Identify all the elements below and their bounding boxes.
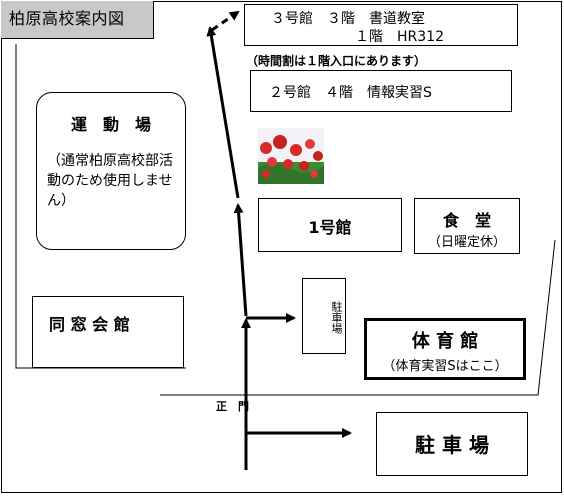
boundary-right [160, 239, 556, 396]
cafeteria-label: 食 堂 [442, 211, 491, 230]
building-3: ３号館 ３階 書道教室 １階 HR312 [244, 4, 518, 46]
building-3-line1: ３号館 ３階 書道教室 [271, 11, 425, 27]
timetable-note: （時間割は１階入口にあります） [246, 54, 427, 68]
building-2: ２号館 ４階 情報実習S [250, 70, 512, 112]
sports-field-label: 運 動 場 [70, 115, 151, 134]
alumni-hall: 同 窓 会 館 [32, 296, 184, 368]
map-title: 柏原高校案内図 [1, 1, 154, 39]
gymnasium: 体 育 館 （体育実習Sはここ） [364, 318, 526, 380]
building-3-line2: １階 HR312 [355, 29, 444, 45]
boundary-left [15, 44, 186, 369]
gymnasium-label: 体 育 館 [411, 331, 479, 352]
building-2-label: ２号館 ４階 情報実習S [269, 85, 432, 101]
parking-large: 駐 車 場 [376, 412, 528, 476]
sports-field: 運 動 場 （通常柏原高校部活動のため使用しません） [36, 92, 186, 250]
main-gate-label: 正 門 [216, 400, 249, 413]
alumni-hall-label: 同 窓 会 館 [49, 315, 130, 334]
road-arrow-dashed [211, 10, 240, 32]
cafeteria-note: （日曜定休） [427, 235, 506, 250]
sports-field-note: （通常柏原高校部活動のため使用しません） [47, 153, 173, 209]
building-1-label: 1号館 [308, 218, 352, 237]
road-arrow-main-2 [233, 203, 248, 317]
building-1: 1号館 [258, 198, 402, 252]
cafeteria: 食 堂 （日曜定休） [414, 198, 520, 254]
parking-small-label: 駐車場 [330, 300, 343, 334]
parking-large-label: 駐 車 場 [415, 433, 489, 457]
road-arrow-main-3 [206, 26, 240, 199]
gymnasium-note: （体育実習Sはここ） [382, 359, 508, 374]
parking-small: 駐車場 [302, 278, 346, 354]
flower-photo [258, 128, 324, 184]
